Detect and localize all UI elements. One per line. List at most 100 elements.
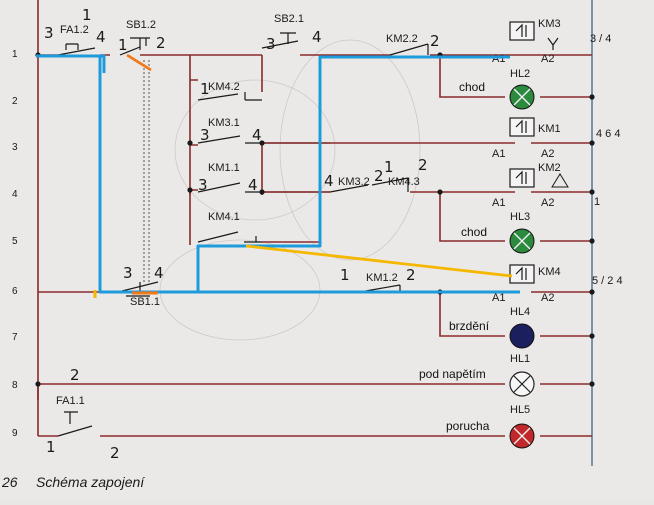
sb11-label: SB1.1 [130, 296, 160, 308]
row-number: 8 [12, 380, 18, 391]
figure-caption: 26 Schéma zapojení [1, 474, 146, 490]
sb21-contact: SB2.1 [261, 13, 304, 49]
row-number: 4 [12, 189, 18, 200]
km3-fork-icon [547, 37, 559, 50]
hl4-label: HL4 [510, 306, 530, 318]
km2-triangle-icon [551, 173, 569, 188]
km3-coil: KM3 A1 A2 [492, 18, 561, 65]
hw-fa11-right: 2 [110, 444, 120, 462]
pencil-scribbles [159, 39, 421, 341]
hw-km43-right: 2 [418, 156, 428, 174]
hw-sb11-right: 4 [154, 264, 164, 282]
km3-a2: A2 [541, 53, 554, 65]
row-number: 6 [12, 286, 18, 297]
hl5-caption: porucha [446, 419, 490, 433]
sb12-contact: SB1.2 [119, 19, 156, 56]
hl4-caption: brzdění [449, 319, 490, 333]
row-2-wire [439, 55, 592, 98]
km1-crossref: 4 6 4 [596, 128, 620, 140]
hw-km11-left: 3 [198, 176, 208, 194]
hl1-lamp-icon [509, 371, 535, 397]
km3-label: KM3 [538, 18, 561, 30]
hl4-lamp-icon [509, 323, 535, 349]
km32-km43-contacts: KM3.2 KM4.3 [329, 176, 420, 193]
km42-label: KM4.2 [208, 81, 240, 93]
blue-highlight-right [225, 55, 510, 248]
km1-label: KM1 [538, 123, 561, 135]
hw-km31-right: 4 [252, 126, 262, 144]
km41-label: KM4.1 [208, 211, 240, 223]
km4-a1: A1 [492, 292, 505, 304]
hl1-caption: pod napětím [419, 367, 486, 381]
hw-sb21-right: 4 [312, 28, 322, 46]
orange-highlight-sb12 [126, 53, 152, 72]
sb11-contact: SB1.1 [117, 281, 160, 308]
km2-a1: A1 [492, 197, 505, 209]
hw-sb21-left: 3 [266, 35, 276, 53]
hw-km31-left: 3 [200, 126, 210, 144]
hl2-caption: chod [459, 80, 485, 94]
km2-crossref: 1 [594, 196, 600, 208]
km22-label: KM2.2 [386, 33, 418, 45]
blue-highlight-km41 [196, 244, 520, 294]
km11-label: KM1.1 [208, 162, 240, 174]
km4-crossref: 5 / 2 4 [592, 275, 623, 287]
hw-km22-right: 2 [430, 32, 440, 50]
km22-contact: KM2.2 [386, 33, 429, 56]
hw-km32-mid: 2 [374, 167, 384, 185]
km2-label: KM2 [538, 162, 561, 174]
row-7-wire [439, 292, 592, 337]
km3-crossref: 3 / 4 [590, 33, 611, 45]
km12-label: KM1.2 [366, 272, 398, 284]
hl5-label: HL5 [510, 404, 530, 416]
hw-fa11-top: 2 [70, 366, 80, 384]
latch-verticals [189, 55, 263, 195]
row-number: 5 [12, 236, 18, 247]
row-number: 7 [12, 332, 18, 343]
row-number: 2 [12, 96, 18, 107]
yellow-highlight-line [245, 244, 513, 278]
fa11-contact: FA1.1 [56, 395, 93, 437]
caption-title: Schéma zapojení [36, 474, 146, 490]
row-5-wire [439, 192, 592, 242]
km43-label: KM4.3 [388, 176, 420, 188]
sb1-mechanical-link [143, 60, 150, 282]
km4-coil: KM4 A1 A2 [492, 264, 561, 304]
row-9-wire [37, 384, 592, 437]
hl5-lamp-icon [509, 423, 535, 449]
hl2-lamp-icon [509, 84, 535, 110]
caption-number: 26 [1, 474, 18, 490]
hw-sb12-right: 2 [156, 34, 166, 52]
row-numbers: 1 2 3 4 5 6 7 8 9 [12, 49, 18, 439]
km42-contact: KM4.2 [197, 81, 262, 101]
hl2-label: HL2 [510, 68, 530, 80]
hw-fa11-left: 1 [46, 438, 56, 456]
hw-fa12-right: 4 [96, 28, 106, 46]
km41-contact: KM4.1 [197, 211, 262, 243]
hw-km12-left: 1 [340, 266, 350, 284]
km1-a1: A1 [492, 148, 505, 160]
hw-km11-right: 4 [248, 176, 258, 194]
sb21-label: SB2.1 [274, 13, 304, 25]
row-number: 1 [12, 49, 18, 60]
km2-coil: KM2 A1 A2 [492, 162, 569, 209]
fa12-label: FA1.2 [60, 24, 89, 36]
hw-km42-left: 1 [200, 80, 210, 98]
handwritten-annotations: 3 4 1 1 2 3 4 2 1 3 4 3 4 4 2 1 2 3 4 1 … [44, 6, 440, 462]
hl1-label: HL1 [510, 353, 530, 365]
fa11-label: FA1.1 [56, 395, 85, 407]
km4-a2: A2 [541, 292, 554, 304]
hw-fa12-top: 1 [82, 6, 92, 24]
hw-sb12-left: 1 [118, 36, 128, 54]
km32-label: KM3.2 [338, 176, 370, 188]
hl3-caption: chod [461, 225, 487, 239]
km31-label: KM3.1 [208, 117, 240, 129]
fa12-contact: FA1.2 [57, 24, 96, 56]
hw-sb11-left: 3 [123, 264, 133, 282]
hw-fa12-left: 3 [44, 24, 54, 42]
km2-a2: A2 [541, 197, 554, 209]
km4-label: KM4 [538, 266, 561, 278]
hl3-label: HL3 [510, 211, 530, 223]
